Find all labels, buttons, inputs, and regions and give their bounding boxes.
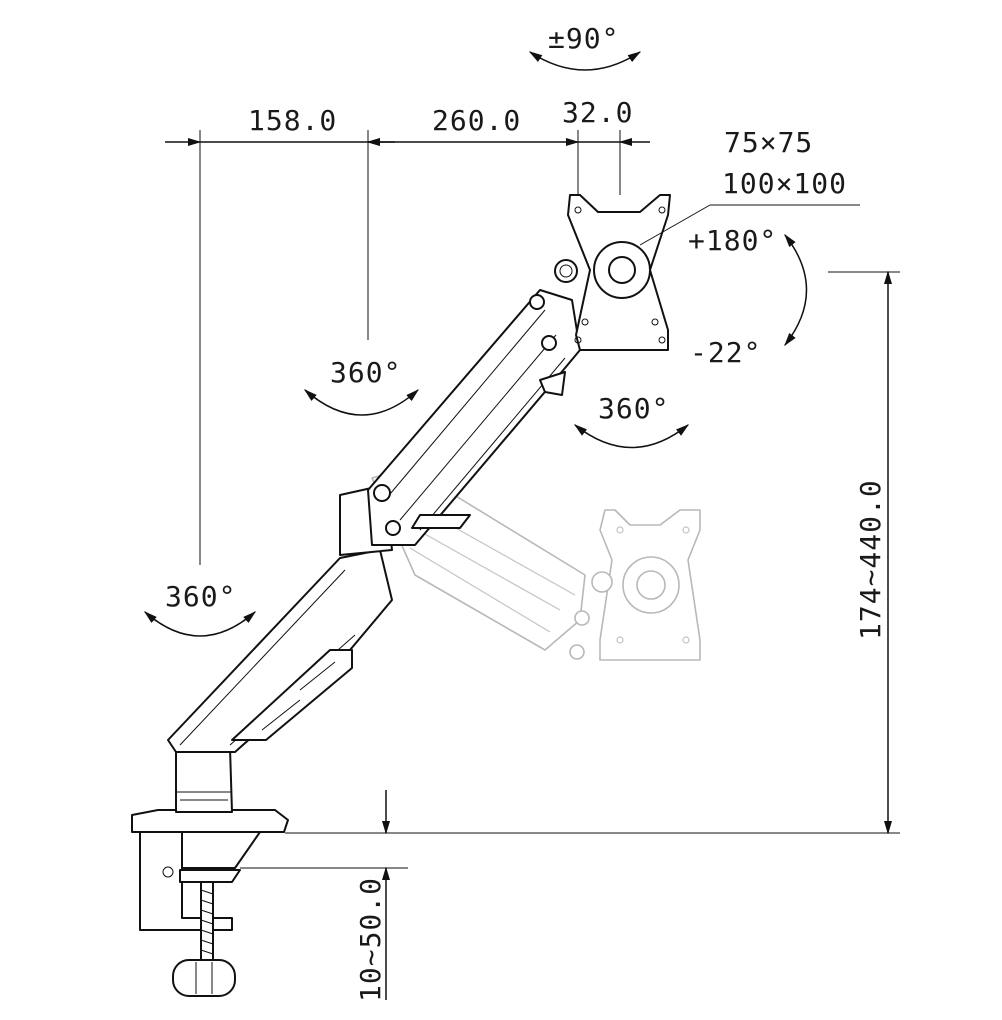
- swivel-arc-arm: [303, 389, 420, 416]
- dim-swivel-head: 360°: [598, 392, 669, 425]
- rotation-arc: [528, 51, 642, 71]
- tilt-arc: [784, 233, 808, 347]
- lower-arm: [167, 484, 393, 753]
- dim-rotation: ±90°: [548, 22, 619, 55]
- top-dimensions: [165, 130, 650, 565]
- elbow-pivot-top: [373, 484, 391, 502]
- desk-clamp: [131, 747, 289, 997]
- dim-swivel-arm: 360°: [330, 356, 401, 389]
- dim-tilt-down: -22°: [690, 336, 761, 369]
- swivel-arc-base: [143, 611, 257, 637]
- vesa-leader: [639, 204, 711, 246]
- base-post: [175, 747, 233, 813]
- dim-swivel-base: 360°: [165, 580, 236, 613]
- dim-158: 158.0: [248, 104, 337, 137]
- dim-tilt-up: +180°: [688, 224, 777, 257]
- elbow-pivot-bottom: [385, 520, 401, 536]
- vesa-100: 100×100: [722, 167, 847, 200]
- swivel-arc-head: [573, 424, 690, 449]
- dim-clamp: 10~50.0: [354, 877, 387, 1002]
- dim-260: 260.0: [432, 104, 521, 137]
- base-plate: [131, 809, 289, 833]
- vesa-head: [554, 194, 671, 351]
- tilt-knob: [554, 259, 578, 283]
- upper-arm: [367, 289, 581, 546]
- vesa-75: 75×75: [724, 126, 813, 159]
- dim-32: 32.0: [562, 96, 633, 129]
- clamp-knob: [172, 959, 236, 997]
- clamp-dimension: [240, 790, 408, 1000]
- dim-height: 174~440.0: [854, 479, 887, 640]
